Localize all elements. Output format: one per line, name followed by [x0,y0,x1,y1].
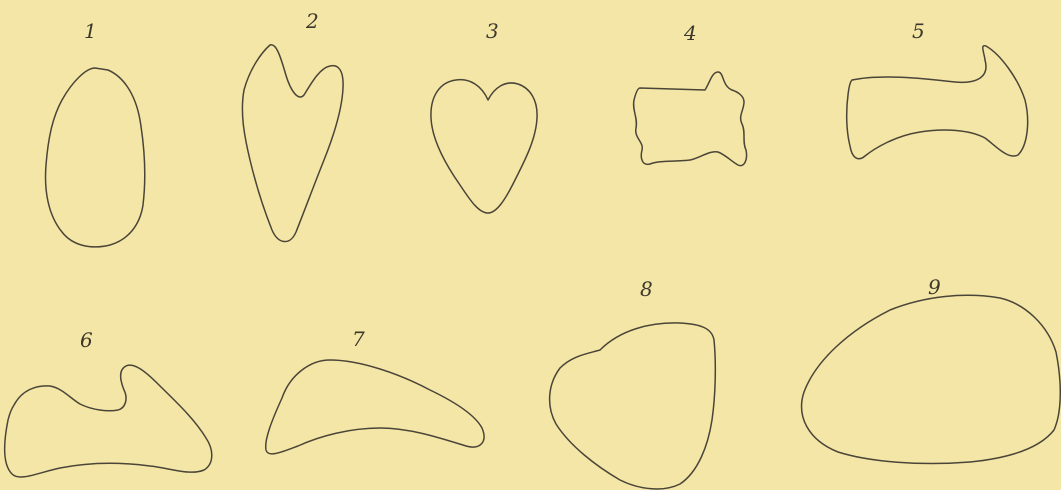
figure-3: 3 [431,19,537,213]
figure-9: 9 [802,275,1061,464]
figure-number: 7 [352,327,365,351]
figure-number: 1 [84,19,97,43]
figure-6: 6 [5,328,212,477]
figure-outline [431,80,537,213]
figure-outline [266,360,484,454]
figure-outline [5,365,212,477]
figure-outline [242,45,343,242]
figure-5: 5 [847,19,1028,159]
figure-4: 4 [634,21,747,166]
figure-7: 7 [266,327,484,454]
figure-number: 5 [912,19,925,43]
figure-outline [634,72,747,166]
figure-2: 2 [242,9,343,242]
figure-number: 6 [80,328,93,352]
figure-outline [802,295,1061,463]
figure-number: 8 [640,277,653,301]
figure-number: 2 [305,9,319,33]
figure-1: 1 [46,19,145,247]
figure-8: 8 [550,277,716,489]
figure-number: 3 [486,19,499,43]
figure-number: 4 [683,21,697,45]
figure-outline [550,323,716,489]
figure-number: 9 [928,275,941,299]
figure-outline [46,68,145,247]
figure-outline [847,46,1028,159]
